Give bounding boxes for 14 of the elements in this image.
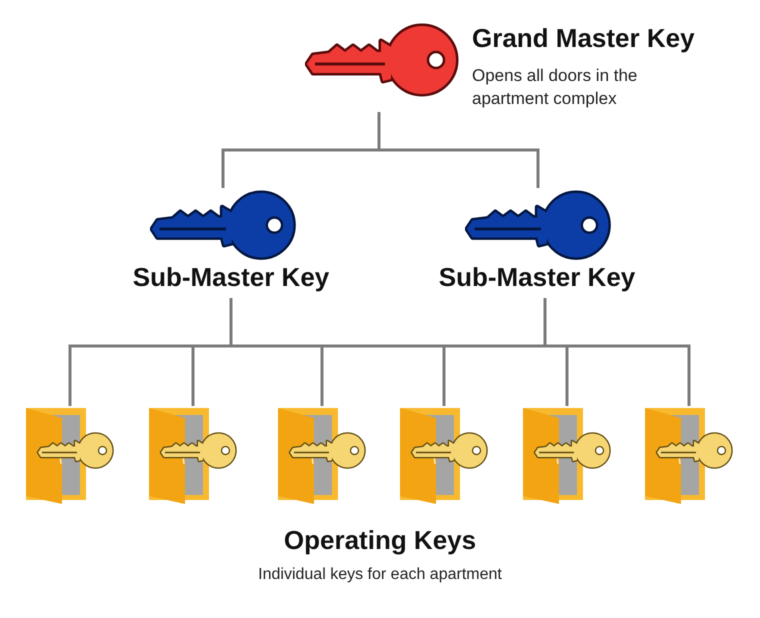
heading: Sub-Master Key <box>132 261 330 293</box>
door-key-icon <box>523 406 613 504</box>
door-key-icon <box>278 406 368 504</box>
connector-line <box>378 112 540 188</box>
heading: Sub-Master Key <box>438 261 636 293</box>
description: Opens all doors in the apartment complex <box>472 65 638 110</box>
door-key-icon <box>645 406 735 504</box>
door-key-icon <box>149 406 239 504</box>
door-key-icon <box>400 406 490 504</box>
connector-line <box>544 298 690 406</box>
heading: Grand Master Key <box>472 22 695 54</box>
description: Individual keys for each apartment <box>258 565 502 585</box>
door-key-icon <box>26 406 116 504</box>
heading: Operating Keys <box>284 524 476 556</box>
